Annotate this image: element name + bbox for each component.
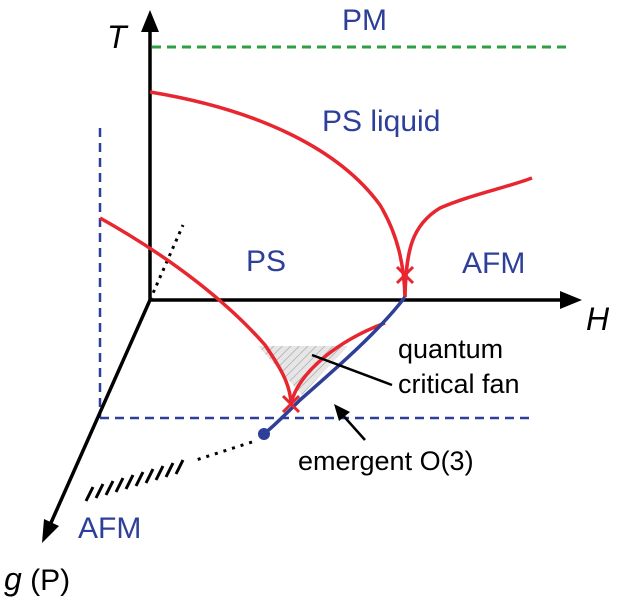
g-axis-label: g (P) (4, 561, 70, 597)
phase-label-afm-bottom: AFM (78, 512, 141, 545)
g-axis-suffix: (P) (22, 564, 70, 597)
ps-liquid-boundary (149, 90, 407, 298)
g-axis-arrowhead (42, 519, 59, 543)
critical-end-point (258, 428, 270, 440)
g-axis (48, 299, 152, 526)
t-axis-arrowhead (141, 10, 159, 32)
annotation-qcf-line2: critical fan (398, 369, 520, 399)
first-order-hatch (84, 459, 185, 502)
phase-label-ps: PS (246, 245, 286, 278)
dotted-depth-line (148, 224, 185, 301)
h-axis-arrowhead (560, 291, 582, 309)
transition-line (262, 295, 407, 436)
g-axis-symbol: g (4, 561, 22, 597)
qcf-pointer (311, 353, 393, 387)
afm-boundary (403, 176, 533, 298)
ps-boundary-lower (99, 216, 293, 404)
annotation-emergent: emergent O(3) (298, 446, 474, 476)
phase-label-afm-right: AFM (462, 247, 525, 280)
critical-point-cross-lower (281, 394, 301, 414)
qcf-boundary (289, 321, 386, 404)
dotted-extension (195, 440, 253, 462)
annotation-qcf-line1: quantum (398, 334, 503, 364)
h-axis-label: H (586, 301, 610, 337)
phase-label-pm: PM (342, 4, 387, 37)
phase-label-ps-liquid: PS liquid (322, 105, 440, 138)
emergent-pointer-arrowhead (334, 404, 350, 421)
critical-point-cross-upper (395, 265, 415, 285)
t-axis-label: T (107, 19, 129, 55)
